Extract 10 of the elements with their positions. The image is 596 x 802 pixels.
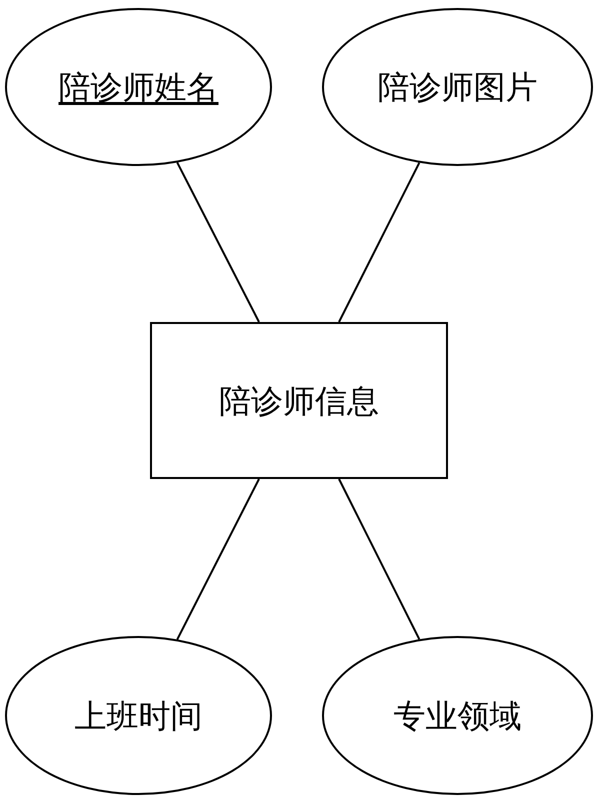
node-label: 上班时间 <box>74 696 202 736</box>
connector-line <box>176 478 260 640</box>
node-label: 陪诊师图片 <box>378 68 538 107</box>
connector-line <box>338 162 420 322</box>
node-label: 专业领域 <box>394 696 522 736</box>
node-label: 陪诊师姓名 <box>58 68 218 107</box>
node-label: 陪诊师信息 <box>219 382 379 420</box>
entity-box <box>150 322 448 479</box>
connector-line <box>176 162 260 322</box>
connector-line <box>338 478 420 640</box>
